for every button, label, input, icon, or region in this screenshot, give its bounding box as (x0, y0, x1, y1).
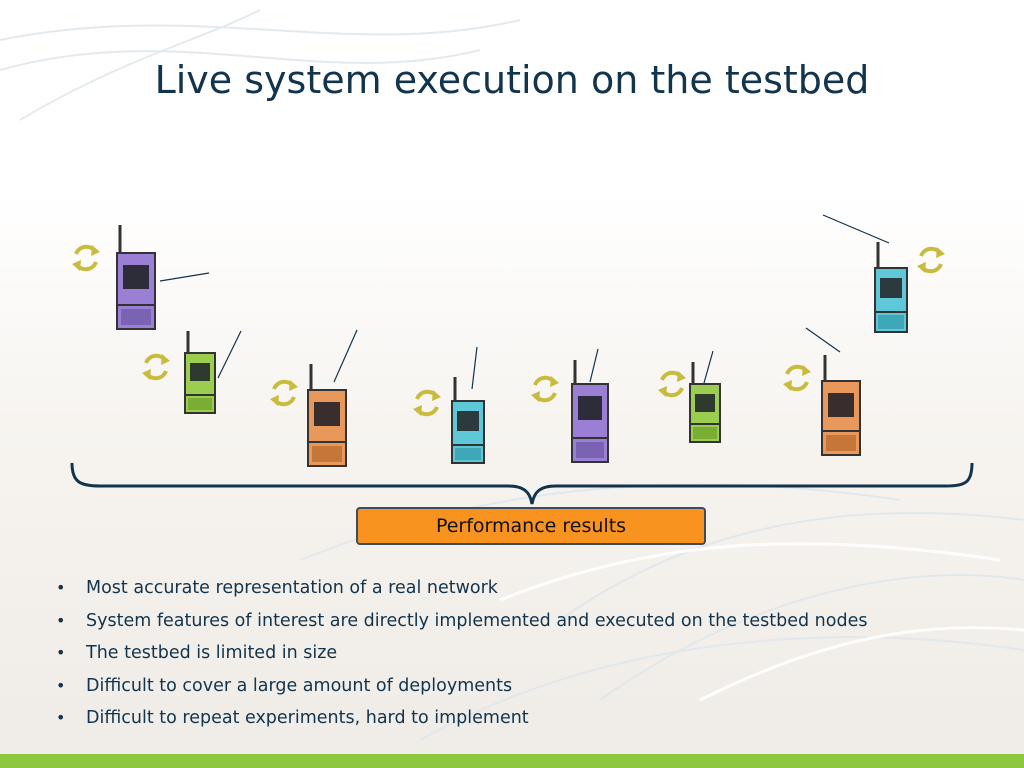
node-2 (184, 331, 216, 414)
node-8 (874, 242, 908, 333)
node-4 (451, 377, 485, 464)
refresh-icon (781, 363, 813, 393)
refresh-icon (915, 245, 947, 275)
bullet-item: • Difficult to cover a large amount of de… (54, 674, 994, 707)
node-7 (821, 355, 861, 456)
bullet-item: • Most accurate representation of a real … (54, 576, 994, 609)
refresh-icon (411, 388, 443, 418)
node-3 (307, 364, 347, 467)
bullet-dot: • (56, 610, 66, 630)
refresh-icon (268, 378, 300, 408)
slide-title: Live system execution on the testbed (154, 58, 870, 102)
bullet-dot: • (56, 578, 66, 597)
bullet-dot: • (56, 708, 66, 727)
connection-lines (159, 214, 890, 390)
node-6 (689, 362, 721, 443)
bullet-text: The testbed is limited in size (86, 643, 338, 663)
bullet-item: • System features of interest are directl… (54, 609, 994, 642)
refresh-icon (140, 352, 172, 382)
footer-bar (0, 754, 1024, 768)
refresh-icon (656, 369, 688, 399)
bullet-text: Difficult to cover a large amount of dep… (86, 675, 513, 696)
node-1 (116, 225, 156, 330)
bullet-text: Difficult to repeat experiments, hard to… (86, 708, 529, 728)
bullet-text: Most accurate representation of a real n… (86, 578, 498, 598)
refresh-icon (70, 243, 102, 273)
refresh-icon (529, 374, 561, 404)
bullet-text: System features of interest are directly… (86, 610, 868, 631)
grouping-brace (70, 462, 974, 505)
bullet-item: • The testbed is limited in size (54, 641, 994, 674)
node-5 (571, 360, 609, 463)
bullet-dot: • (56, 643, 66, 662)
bullet-item: • Difficult to repeat experiments, hard t… (54, 706, 994, 739)
bullet-list: • Most accurate representation of a real … (54, 576, 994, 739)
performance-results-box: Performance results (356, 507, 706, 545)
bullet-dot: • (56, 675, 66, 695)
